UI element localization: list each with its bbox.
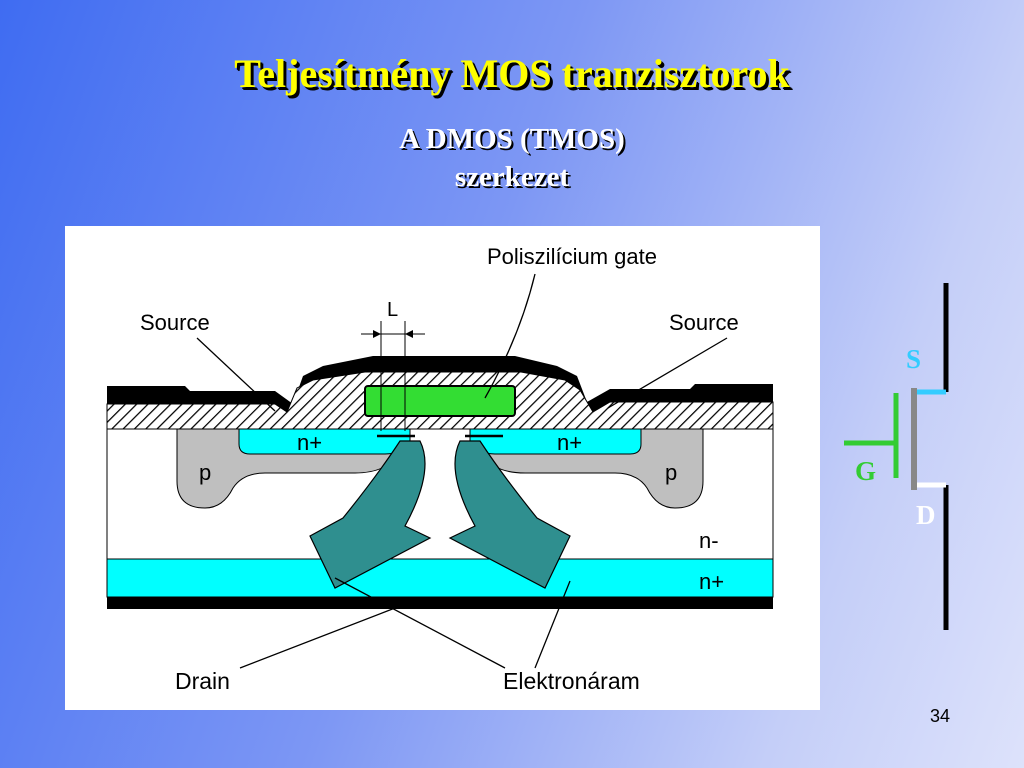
- dim-arrowhead-left: [373, 330, 381, 338]
- page-number: 34: [930, 706, 951, 726]
- electron-current-arrow-left: [309, 440, 432, 589]
- gate-leader: [484, 273, 536, 399]
- subtitle-line-1: A DMOS (TMOS): [399, 123, 625, 155]
- drain-label: Drain: [175, 668, 230, 694]
- source-label-left: Source: [140, 310, 210, 335]
- drain-metal: [107, 597, 773, 609]
- p-label-left: p: [199, 460, 211, 485]
- n-plus-source-left: [238, 428, 411, 455]
- source-left-leader: [196, 337, 276, 412]
- length-label: L: [387, 299, 398, 321]
- electron-current-arrow-right: [448, 440, 571, 589]
- current-leader-right: [534, 580, 571, 669]
- n-plus-substrate: [106, 558, 774, 598]
- source-right-leader: [607, 337, 728, 409]
- dim-arrowhead-right: [405, 330, 413, 338]
- n-plus-label-left: n+: [297, 430, 322, 455]
- subtitle-line-2: szerkezet: [454, 161, 570, 193]
- dmos-cross-section-diagram: Poliszilícium gate L Source Source n+ n+…: [65, 226, 820, 710]
- electron-current-label: Elektronáram: [503, 668, 640, 694]
- symbol-source-label: S: [906, 344, 922, 374]
- polysilicon-gate: [364, 385, 516, 417]
- gate-label: Poliszilícium gate: [487, 244, 657, 269]
- symbol-drain-label: D: [916, 500, 936, 530]
- symbol-gate-label: G: [855, 456, 877, 486]
- mosfet-symbol: [844, 283, 949, 630]
- source-label-right: Source: [669, 310, 739, 335]
- p-label-right: p: [665, 460, 677, 485]
- n-plus-source-right: [469, 428, 642, 455]
- n-plus-label-right: n+: [557, 430, 582, 455]
- current-leader-left: [334, 577, 506, 669]
- n-plus-substrate-label: n+: [699, 569, 724, 594]
- n-minus-label: n-: [699, 528, 719, 553]
- dmos-cross-section-svg: Poliszilícium gate L Source Source n+ n+…: [106, 244, 774, 694]
- drain-leader: [239, 607, 396, 669]
- slide-title: Teljesítmény MOS tranzisztorok: [234, 51, 790, 96]
- slide-subtitle: A DMOS (TMOS) szerkezet: [0, 120, 1024, 196]
